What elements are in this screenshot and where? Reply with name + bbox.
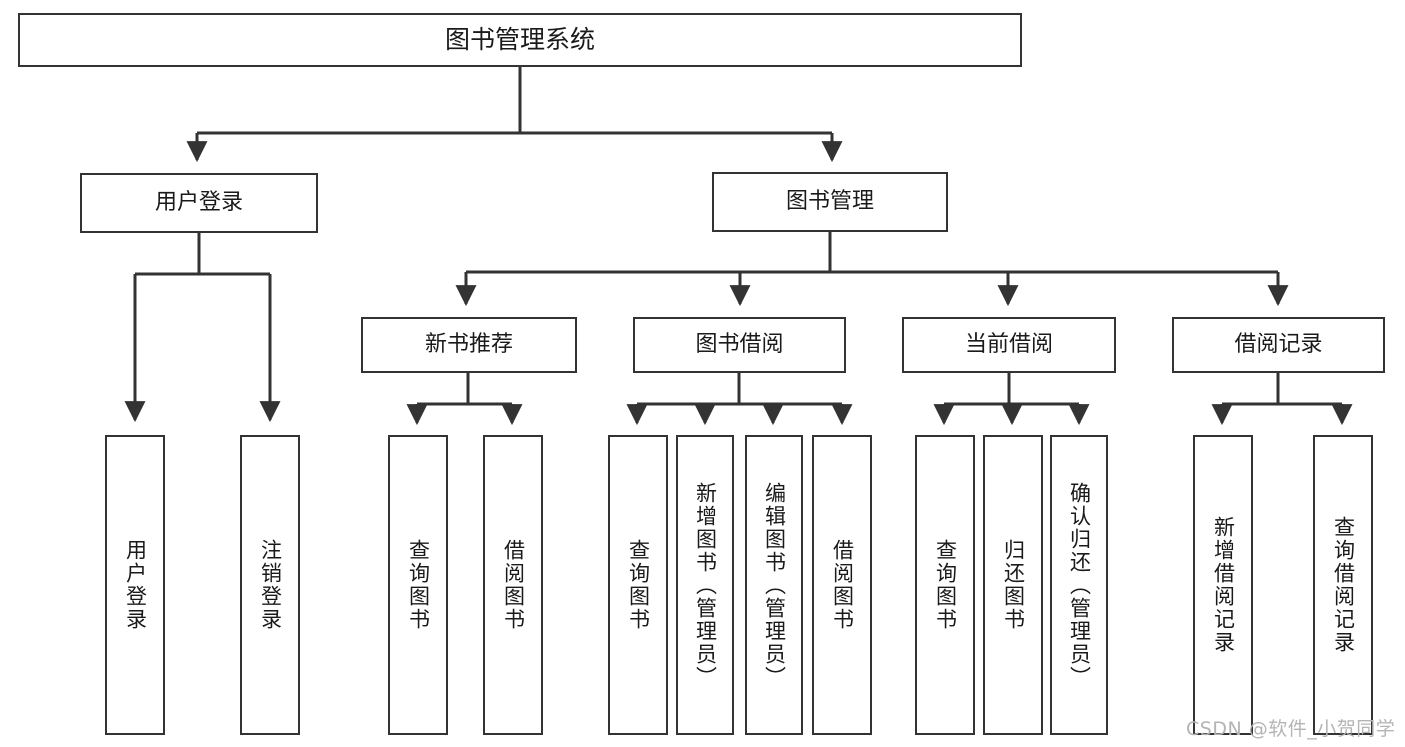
node-current-borrow[interactable]: 当前借阅: [902, 317, 1116, 373]
node-root-system[interactable]: 图书管理系统: [18, 13, 1022, 67]
node-book-manage-label: 图书管理: [785, 189, 874, 215]
leaf-add-borrow-record[interactable]: 新增借阅记录: [1193, 435, 1253, 735]
leaf-edit-book-admin[interactable]: 编辑图书（管理员）: [745, 435, 803, 735]
leaf-query-book-borrow[interactable]: 查询图书: [608, 435, 668, 735]
leaf-add-borrow-record-label: 新增借阅记录: [1211, 516, 1236, 654]
leaf-add-book-admin[interactable]: 新增图书（管理员）: [676, 435, 734, 735]
leaf-return-book[interactable]: 归还图书: [983, 435, 1043, 735]
leaf-query-book-current-label: 查询图书: [933, 539, 958, 631]
node-borrow-record-label: 借阅记录: [1234, 332, 1323, 358]
leaf-edit-book-admin-label: 编辑图书（管理员）: [762, 481, 787, 689]
leaf-borrow-book-rec-label: 借阅图书: [501, 539, 526, 631]
node-book-borrow[interactable]: 图书借阅: [633, 317, 846, 373]
leaf-query-borrow-record-label: 查询借阅记录: [1331, 516, 1356, 654]
node-new-book-recommend[interactable]: 新书推荐: [361, 317, 577, 373]
watermark: CSDN @软件_小贺同学: [1186, 718, 1396, 740]
leaf-query-book-borrow-label: 查询图书: [626, 539, 651, 631]
node-new-book-recommend-label: 新书推荐: [424, 332, 513, 358]
node-user-login-label: 用户登录: [154, 190, 243, 216]
node-current-borrow-label: 当前借阅: [964, 332, 1053, 358]
leaf-add-book-admin-label: 新增图书（管理员）: [693, 481, 718, 689]
leaf-query-book-rec[interactable]: 查询图书: [388, 435, 448, 735]
leaf-query-book-current[interactable]: 查询图书: [915, 435, 975, 735]
leaf-query-borrow-record[interactable]: 查询借阅记录: [1313, 435, 1373, 735]
node-borrow-record[interactable]: 借阅记录: [1172, 317, 1385, 373]
leaf-borrow-book-label: 借阅图书: [830, 539, 855, 631]
leaf-user-login-label: 用户登录: [123, 539, 148, 631]
leaf-logout[interactable]: 注销登录: [240, 435, 300, 735]
leaf-confirm-return-admin-label: 确认归还（管理员）: [1067, 481, 1092, 689]
leaf-confirm-return-admin[interactable]: 确认归还（管理员）: [1050, 435, 1108, 735]
node-root-label: 图书管理系统: [444, 25, 595, 55]
leaf-return-book-label: 归还图书: [1001, 539, 1026, 631]
leaf-query-book-rec-label: 查询图书: [406, 539, 431, 631]
leaf-user-login[interactable]: 用户登录: [105, 435, 165, 735]
node-book-manage[interactable]: 图书管理: [712, 172, 948, 232]
node-user-login[interactable]: 用户登录: [80, 173, 318, 233]
node-book-borrow-label: 图书借阅: [695, 332, 784, 358]
leaf-borrow-book[interactable]: 借阅图书: [812, 435, 872, 735]
leaf-logout-label: 注销登录: [258, 539, 283, 631]
leaf-borrow-book-rec[interactable]: 借阅图书: [483, 435, 543, 735]
